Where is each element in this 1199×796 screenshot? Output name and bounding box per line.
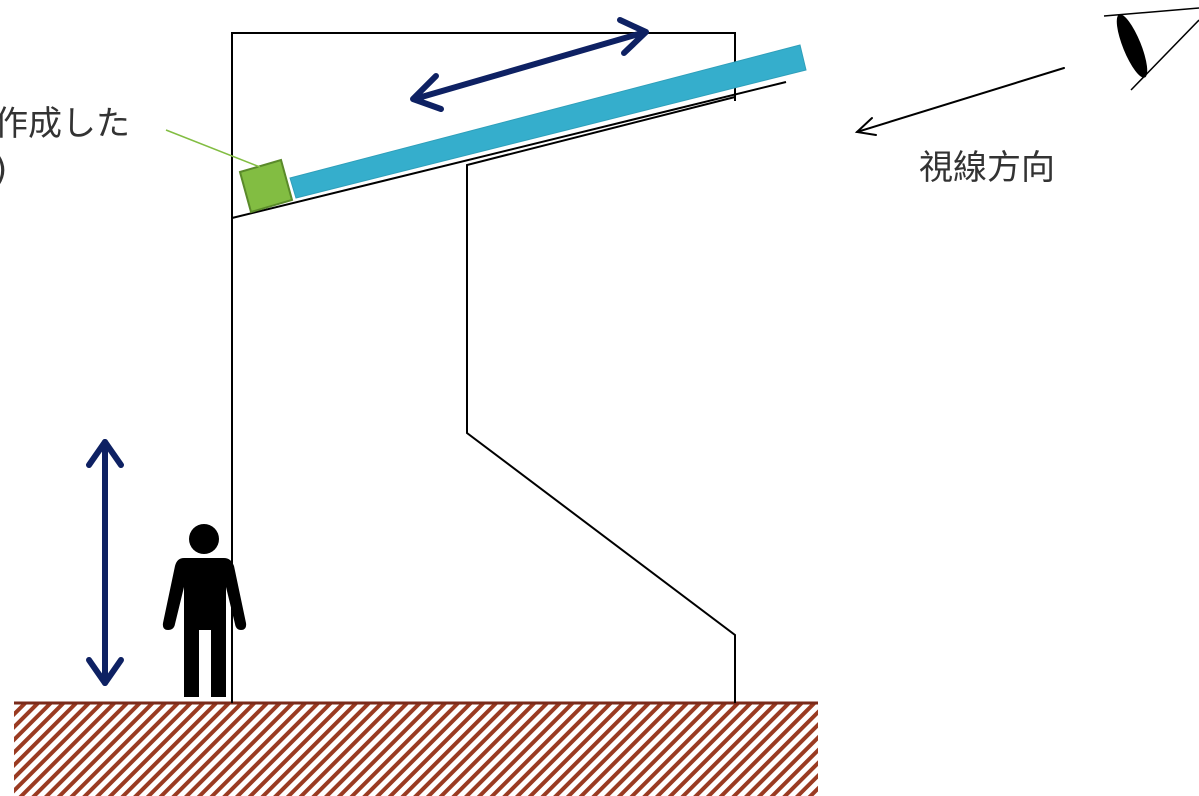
ground-hatch (14, 703, 818, 796)
canopy-underside (231, 81, 787, 219)
support-outline (466, 96, 736, 703)
leader-line (165, 129, 261, 168)
left-label-line2: ) (0, 150, 7, 190)
green-box (238, 158, 294, 214)
ground (14, 701, 818, 796)
gaze-arrow (854, 67, 1065, 136)
height-double-arrow (86, 439, 124, 686)
gaze-direction-label: 視線方向 (919, 148, 1055, 188)
panel-bar (289, 44, 807, 199)
eye-icon (1103, 7, 1199, 91)
person-icon (162, 524, 247, 697)
left-label-line1: 作成した (0, 104, 130, 144)
panel-double-arrow (410, 17, 649, 112)
